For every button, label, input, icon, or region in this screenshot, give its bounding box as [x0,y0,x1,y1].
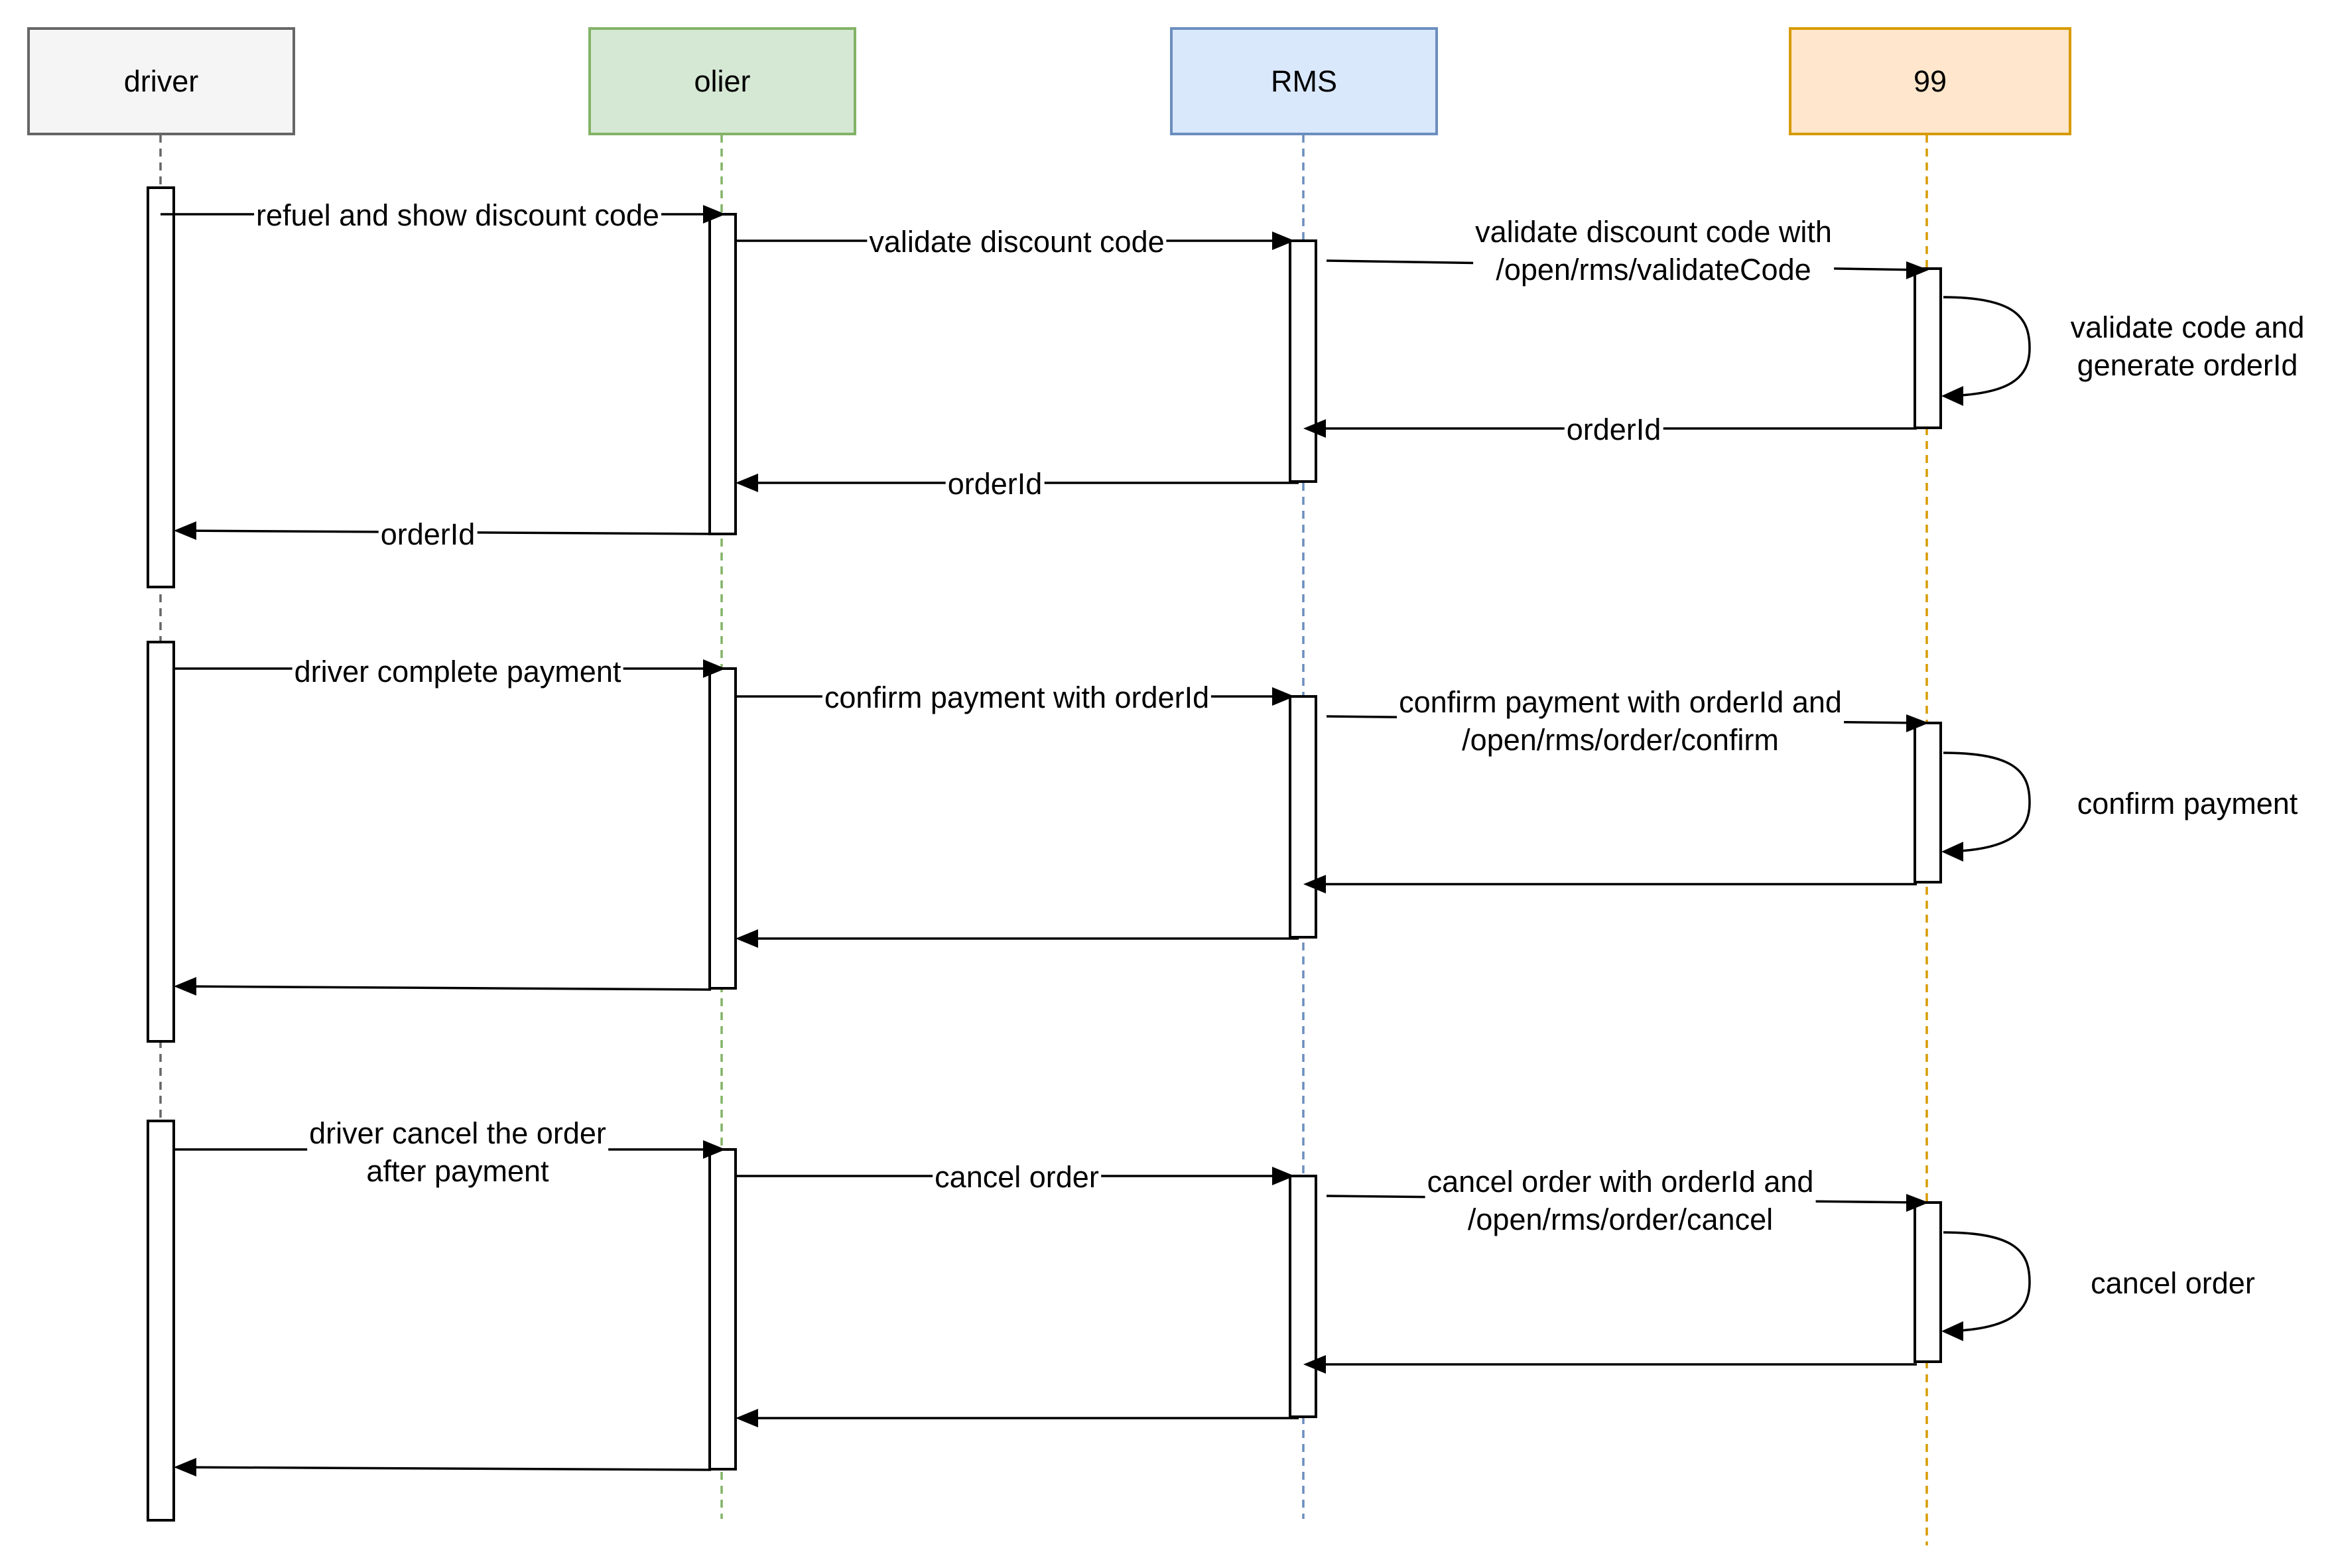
actor-rms-label: RMS [1271,64,1337,98]
arrowhead [703,659,726,678]
activation-rms-2 [1289,695,1317,939]
activation-olier-3 [708,1148,737,1470]
activation-olier-2 [708,667,737,990]
activation-99-1 [1914,267,1942,429]
arrowhead [1941,386,1963,406]
arrowhead [1303,419,1326,438]
self-call-99-2-label: confirm payment [2077,787,2298,820]
msg-confirm-label: confirm payment with orderId [822,679,1212,716]
activation-driver-3 [147,1120,175,1522]
arrowhead [703,1140,726,1159]
arrowhead [1941,1321,1963,1341]
msg-confirm-99-label: confirm payment with orderId and /open/r… [1397,683,1844,759]
msg-cancel-99-label: cancel order with orderId and /open/rms/… [1425,1163,1816,1238]
activation-olier-1 [708,213,737,535]
actor-99-label: 99 [1913,64,1947,98]
actor-driver[interactable]: driver [27,27,295,135]
arrowhead [736,929,758,948]
arrowhead [174,521,196,540]
self-call-99-3 [1943,1231,2031,1333]
arrowhead [1906,261,1929,279]
msg-validate-99-label: validate discount code with /open/rms/va… [1473,213,1834,289]
arrowhead [1906,714,1929,732]
actor-driver-label: driver [123,64,199,98]
actor-olier-label: olier [694,64,751,98]
self-call-99-2 [1943,751,2031,853]
msg-validate-label: validate discount code [867,223,1167,261]
arrowhead [174,977,196,996]
activation-rms-3 [1289,1175,1317,1418]
arrowhead [703,205,726,224]
activation-rms-1 [1289,239,1317,483]
arrowhead [1941,842,1963,862]
msg-payment-label: driver complete payment [292,653,623,690]
msg-cancel-label: cancel order [933,1158,1101,1196]
arrowhead [174,1458,196,1476]
arrowhead [736,1409,758,1427]
arrowhead [1906,1194,1929,1212]
ret-olier-driver-1-label: orderId [378,515,478,553]
actor-olier[interactable]: olier [588,27,856,135]
ret-olier-driver-3 [177,1466,712,1471]
self-call-99-1-label: validate code and generate orderId [2070,310,2305,382]
arrowhead [1272,687,1295,706]
self-call-99-1 [1943,296,2031,397]
arrowhead [1303,1355,1326,1374]
actor-rms[interactable]: RMS [1170,27,1438,135]
arrowhead [1272,231,1295,250]
ret-rms-olier-1-label: orderId [945,465,1045,503]
activation-99-3 [1914,1201,1942,1363]
activation-driver-1 [147,186,175,588]
ret-olier-driver-2 [177,985,712,991]
msg-refuel-label: refuel and show discount code [254,196,661,234]
msg-cancel-driver-label: driver cancel the order after payment [307,1114,608,1190]
activation-99-2 [1914,722,1942,883]
arrowhead [1272,1167,1295,1185]
arrowhead [736,474,758,492]
self-call-99-3-label: cancel order [2091,1266,2255,1300]
ret-99-rms-1-label: orderId [1564,411,1663,448]
arrowhead [1303,875,1326,893]
activation-driver-2 [147,641,175,1043]
actor-99[interactable]: 99 [1789,27,2071,135]
